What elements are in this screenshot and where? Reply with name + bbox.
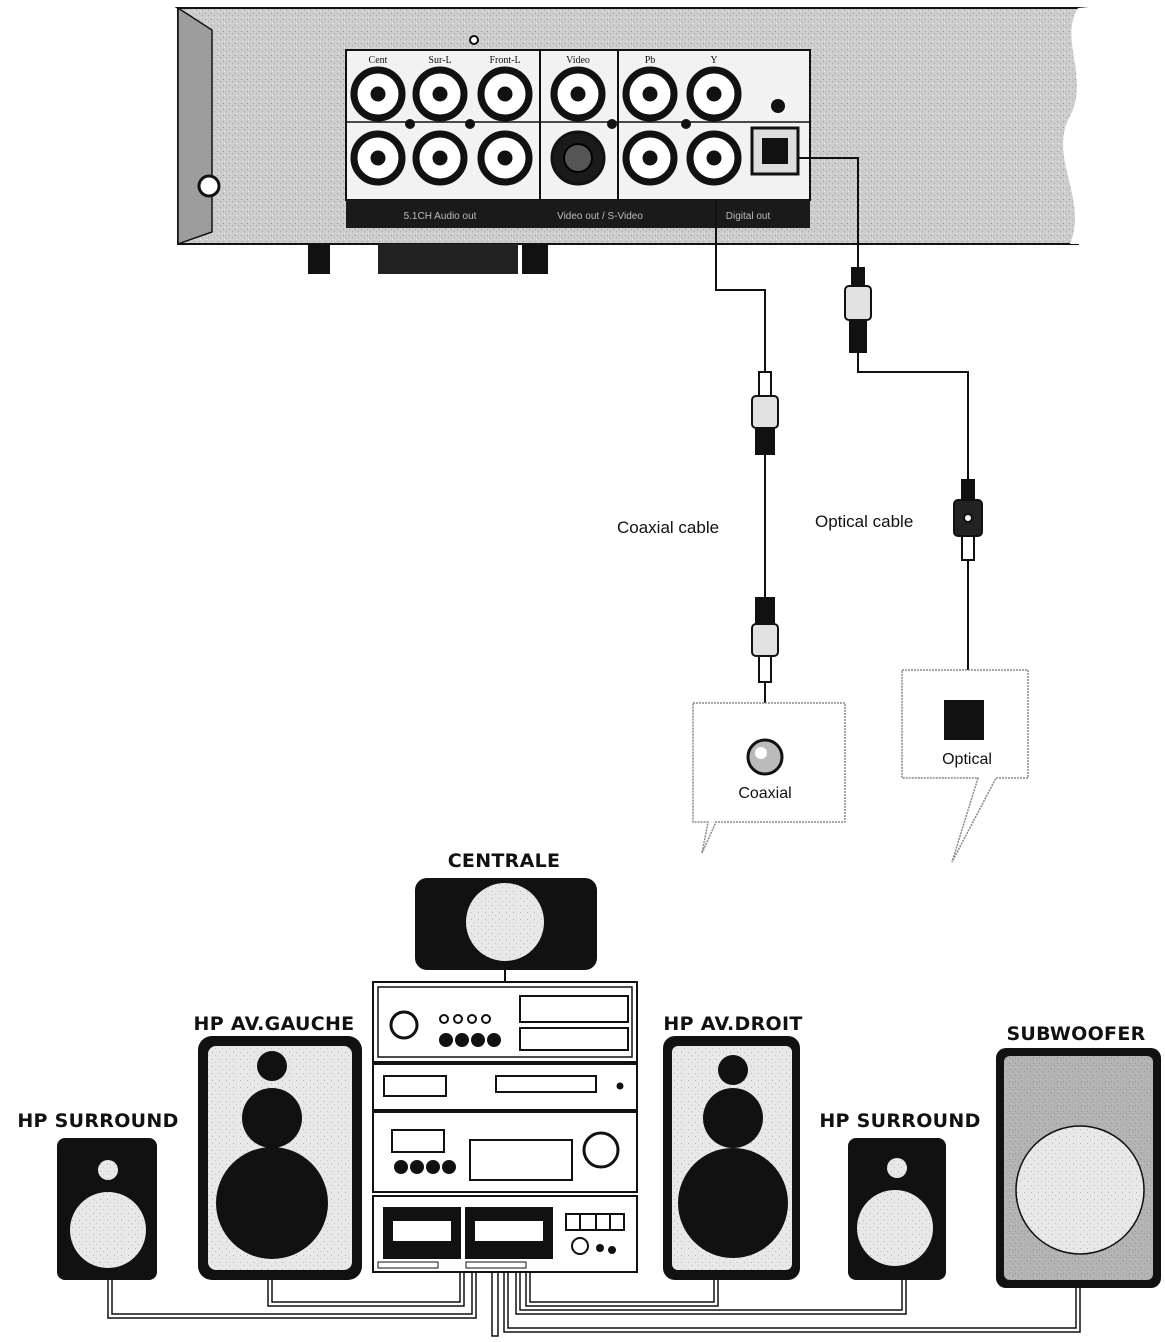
- subwoofer-icon: [996, 1048, 1161, 1288]
- rca-jack-pin: [706, 150, 722, 166]
- center-speaker-label: CENTRALE: [448, 850, 561, 872]
- coaxial-input-callout: Coaxial: [692, 702, 846, 854]
- jack-label-cent: Cent: [369, 55, 388, 66]
- dvd-player-rear-panel: Cent Sur-L Front-L Video Pb Y 5.1CH Audi…: [174, 0, 1165, 274]
- front-left-speaker-label: HP AV.GAUCHE: [194, 1013, 355, 1035]
- front-right-speaker-label: HP AV.DROIT: [663, 1013, 802, 1035]
- panel-screw-icon: [469, 35, 479, 45]
- subwoofer-label: SUBWOOFER: [1006, 1023, 1145, 1045]
- front-right-speaker-icon: [663, 1036, 800, 1280]
- rca-jack-pin: [570, 86, 586, 102]
- surround-right-speaker-icon: [848, 1138, 946, 1280]
- coaxial-callout-label: Coaxial: [738, 785, 791, 802]
- player-foot-left: [308, 244, 330, 274]
- front-left-speaker-icon: [198, 1036, 362, 1280]
- optical-callout-label: Optical: [942, 751, 992, 768]
- group-label-video: Video out / S-Video: [557, 211, 643, 222]
- group-label-audio: 5.1CH Audio out: [404, 211, 477, 222]
- coaxial-cable-label: Coaxial cable: [617, 518, 719, 537]
- jack-label-front-l: Front-L: [489, 55, 520, 66]
- coaxial-plug-upper: [751, 371, 779, 455]
- rca-jack-pin: [497, 86, 513, 102]
- jack-label-sur-l: Sur-L: [428, 55, 451, 66]
- grounding-screw-icon: [197, 174, 221, 198]
- jack-label-y: Y: [710, 55, 717, 66]
- rca-jack-pin: [370, 150, 386, 166]
- optical-input-callout: Optical: [901, 669, 1029, 863]
- center-speaker-icon: [415, 878, 597, 970]
- surround-right-speaker-label: HP SURROUND: [819, 1110, 980, 1132]
- cut-edge: [1063, 0, 1165, 244]
- optical-cable-label: Optical cable: [815, 512, 913, 531]
- rca-jack-pin: [370, 86, 386, 102]
- jack-panel-label-strip: [346, 200, 810, 228]
- jack-label-video: Video: [566, 55, 590, 66]
- surround-left-speaker-icon: [57, 1138, 157, 1280]
- optical-input-port-icon: [944, 700, 984, 740]
- player-foot-mid: [378, 244, 518, 274]
- rca-jack-pin: [706, 86, 722, 102]
- coaxial-cable: [715, 200, 766, 742]
- coaxial-plug-lower: [751, 597, 779, 683]
- optical-plug-lower: [953, 479, 983, 561]
- optical-plug-upper: [844, 267, 872, 353]
- player-foot-right: [522, 244, 548, 274]
- rca-jack-row-top: [350, 66, 742, 122]
- rca-jack-row-bottom: [350, 130, 742, 186]
- surround-left-speaker-label: HP SURROUND: [17, 1110, 178, 1132]
- rca-jack-pin: [432, 86, 448, 102]
- coaxial-jack-highlight: [755, 747, 767, 759]
- rca-jack-pin: [642, 86, 658, 102]
- rca-jack-pin: [642, 150, 658, 166]
- group-label-digital: Digital out: [726, 211, 771, 222]
- panel-dots: [405, 99, 785, 129]
- speaker-wires: [107, 1272, 1081, 1337]
- optical-out-port-core: [762, 138, 788, 164]
- rca-jack-pin: [497, 150, 513, 166]
- receiver-stack-icon: [372, 970, 638, 1273]
- s-video-jack-core: [563, 143, 593, 173]
- rca-jack-pin: [432, 150, 448, 166]
- player-side-bevel: [177, 6, 213, 246]
- jack-label-pb: Pb: [645, 55, 656, 66]
